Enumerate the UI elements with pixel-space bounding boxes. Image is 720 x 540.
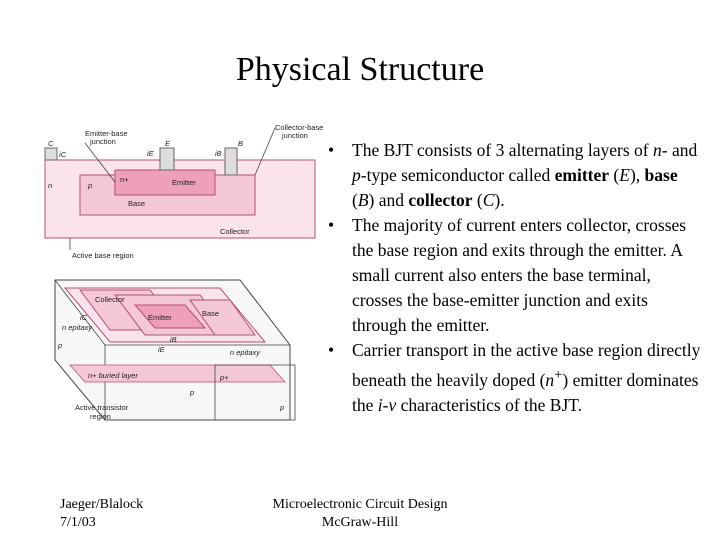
region-nplus: n+ xyxy=(120,175,129,184)
label-emitter-3d: Emitter xyxy=(148,313,172,322)
label-base-3d: Base xyxy=(202,309,219,318)
bullet-text: Carrier transport in the active base reg… xyxy=(352,340,701,415)
slide-title: Physical Structure xyxy=(235,51,485,88)
bullet-item: The BJT consists of 3 alternating layers… xyxy=(322,138,702,213)
label-n-epitaxy-left: n epitaxy xyxy=(62,323,93,332)
region-base: Base xyxy=(128,199,145,208)
perspective-diagram: Collector Emitter Base n epitaxy n epita… xyxy=(54,279,296,421)
current-ic: iC xyxy=(59,150,67,159)
footer-book-title: Microelectronic Circuit Design xyxy=(272,497,448,512)
footer-publisher: McGraw-Hill xyxy=(321,515,399,530)
terminal-c: C xyxy=(48,139,54,148)
footer-author: Jaeger/Blalock xyxy=(60,497,144,512)
current-ic-3d: iC xyxy=(80,313,88,322)
label-p-3: p xyxy=(279,403,284,412)
label-buried-layer: n+ buried layer xyxy=(88,371,138,380)
terminal-b: B xyxy=(238,139,243,148)
footer-date: 7/1/03 xyxy=(60,515,96,530)
region-emitter: Emitter xyxy=(172,178,196,187)
bullet-list: The BJT consists of 3 alternating layers… xyxy=(322,138,702,418)
bullet-text: The majority of current enters collector… xyxy=(352,215,687,335)
bullet-item: Carrier transport in the active base reg… xyxy=(322,338,702,418)
label-n-epitaxy-right: n epitaxy xyxy=(230,348,261,357)
terminal-e: E xyxy=(165,139,171,148)
label-collector-3d: Collector xyxy=(95,295,125,304)
region-collector: Collector xyxy=(220,227,250,236)
bullet-item: The majority of current enters collector… xyxy=(322,213,702,338)
current-ie: iE xyxy=(147,149,155,158)
label-p-2: p xyxy=(189,388,194,397)
active-base-region-label: Active base region xyxy=(72,251,134,260)
region-p: p xyxy=(87,181,92,190)
current-ie-3d: iE xyxy=(158,345,166,354)
current-ib-3d: iB xyxy=(170,335,177,344)
label-p-1: p xyxy=(57,341,62,350)
footer-author-date: Jaeger/Blalock 7/1/03 xyxy=(60,496,143,532)
footer-book: Microelectronic Circuit Design McGraw-Hi… xyxy=(250,496,470,532)
current-ib: iB xyxy=(215,149,222,158)
region-n: n xyxy=(48,181,52,190)
label-p-plus: p+ xyxy=(219,373,229,382)
bullet-text: The BJT consists of 3 alternating layers… xyxy=(352,140,698,210)
